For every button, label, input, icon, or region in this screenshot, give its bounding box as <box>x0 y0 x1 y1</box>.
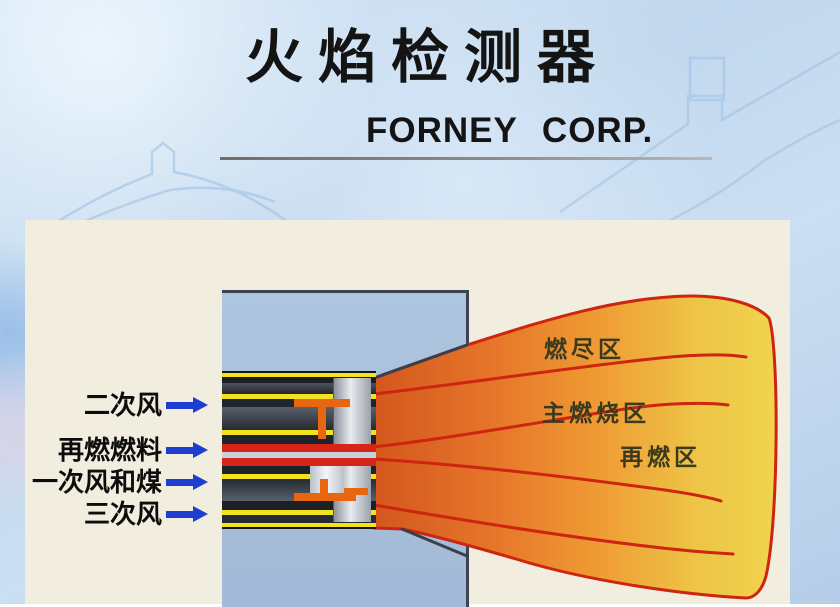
inlet-label: 二次风 <box>83 390 162 420</box>
fuel-line <box>222 452 376 458</box>
flow-arrow-icon <box>166 442 208 458</box>
top-ignitor <box>294 399 350 407</box>
fuel-line <box>222 444 376 452</box>
zone-label-reburn: 再燃区 <box>620 444 701 470</box>
barrel-stripe <box>222 435 376 444</box>
zone-label-main-combustion: 主燃烧区 <box>542 400 650 426</box>
inlet-label: 三次风 <box>83 499 162 529</box>
flow-arrow-icon <box>166 397 208 413</box>
barrel-stripe <box>222 501 376 510</box>
barrel-stripe <box>222 430 376 435</box>
flow-arrow-icon <box>166 474 208 490</box>
burner-barrel <box>222 371 376 529</box>
bottom-ignitor-stem <box>320 479 328 495</box>
bottom-ignitor <box>294 493 356 501</box>
barrel-stripe <box>222 377 376 383</box>
inlet-label: 再燃燃料 <box>57 435 162 465</box>
flow-arrow-icon <box>166 506 208 522</box>
barrel-stripe <box>222 394 376 399</box>
barrel-stripe <box>222 383 376 394</box>
barrel-stripe <box>222 523 376 527</box>
barrel-stripe <box>222 371 376 373</box>
subtitle-underline-rule <box>220 157 712 160</box>
barrel-stripe <box>222 527 376 529</box>
barrel-stripe <box>222 474 376 479</box>
barrel-stripe <box>222 466 376 474</box>
bottom-ignitor-nub <box>344 488 368 495</box>
fuel-line <box>222 458 376 466</box>
barrel-stripe <box>222 510 376 515</box>
zone-label-burnout: 燃尽区 <box>544 336 625 362</box>
top-ignitor-stem <box>318 407 326 439</box>
page-title: 火焰检测器 <box>244 25 610 90</box>
inlet-label: 一次风和煤 <box>31 467 162 497</box>
company-name: FORNEY CORP. <box>366 111 654 150</box>
barrel-stripe <box>222 515 376 523</box>
barrel-stripe <box>222 373 376 377</box>
